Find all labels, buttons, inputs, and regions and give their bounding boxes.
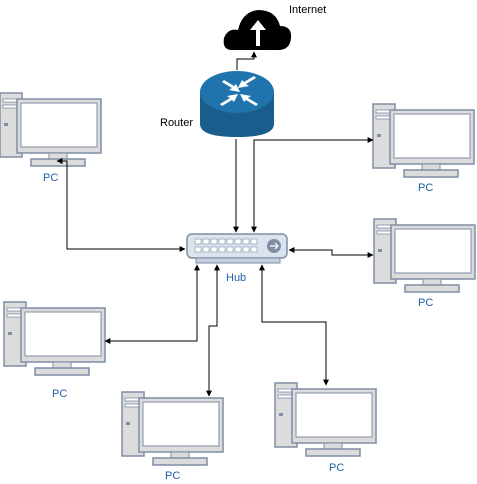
pc-top-right: PC xyxy=(372,103,475,194)
pc-bottom-right: PC xyxy=(274,382,377,474)
hub-label: Hub xyxy=(226,272,246,284)
desktop-pc-icon xyxy=(121,391,224,466)
edge-hub-pc-bottom-right xyxy=(259,264,329,386)
pc-label: PC xyxy=(418,182,433,194)
pc-label: PC xyxy=(52,388,67,400)
router-label: Router xyxy=(160,117,193,129)
pc-middle-right: PC xyxy=(373,218,476,309)
desktop-pc-icon xyxy=(0,92,102,167)
edge-hub-pc-bottom-left xyxy=(206,264,220,397)
cloud-upload-icon xyxy=(223,10,292,50)
pc-label: PC xyxy=(43,172,58,184)
edge-router-internet xyxy=(236,51,257,70)
connections xyxy=(56,51,374,397)
pc-label: PC xyxy=(418,297,433,309)
hub-icon xyxy=(186,233,288,264)
edge-hub-pc-middle-right xyxy=(288,247,374,258)
edge-hub-pc-middle-left xyxy=(104,264,200,344)
desktop-pc-icon xyxy=(3,301,106,376)
internet-label: Internet xyxy=(289,4,326,16)
pc-label: PC xyxy=(165,470,180,482)
desktop-pc-icon xyxy=(372,103,475,178)
pc-top-left: PC xyxy=(0,92,102,184)
router-icon xyxy=(200,71,274,137)
pc-bottom-left: PC xyxy=(121,391,224,482)
edge-hub-pc-top-left xyxy=(56,158,186,252)
pc-middle-left: PC xyxy=(3,301,106,400)
edge-hub-pc-top-right xyxy=(251,137,374,233)
desktop-pc-icon xyxy=(274,382,377,457)
desktop-pc-icon xyxy=(373,218,476,293)
pc-label: PC xyxy=(329,462,344,474)
